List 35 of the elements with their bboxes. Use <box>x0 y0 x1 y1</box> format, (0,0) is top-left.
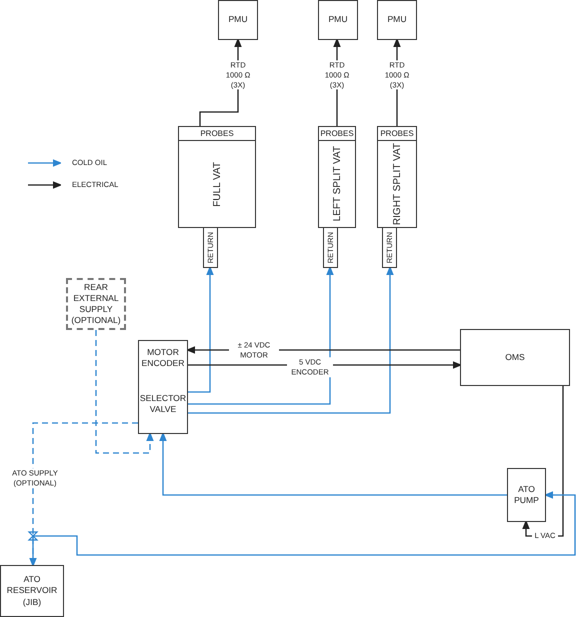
vat-label: FULL VAT <box>210 162 224 206</box>
probes-header: PROBES <box>179 127 255 141</box>
vat-box <box>377 126 417 228</box>
box-label: OMS <box>505 352 525 364</box>
arrow <box>188 266 214 393</box>
vat-box <box>178 126 256 228</box>
probes-header: PROBES <box>319 127 355 141</box>
box-label: MOTOR ENCODER <box>140 346 186 370</box>
return-port-box <box>203 227 218 268</box>
dashed-arrow <box>29 422 138 566</box>
component-box <box>138 340 188 376</box>
component-box <box>218 0 258 40</box>
vat-box <box>318 126 356 228</box>
component-box <box>507 468 546 522</box>
arrow <box>188 266 334 405</box>
vat-label: RIGHT SPLIT VAT <box>390 142 404 226</box>
component-box <box>318 0 358 40</box>
arrow <box>188 266 394 414</box>
component-box <box>377 0 417 40</box>
return-port-box <box>323 227 338 268</box>
dashed-arrow <box>95 330 154 454</box>
box-label: PMU <box>387 14 407 26</box>
component-box <box>0 565 64 617</box>
vat-label: LEFT SPLIT VAT <box>330 146 344 222</box>
box-label: SELECTOR VALVE <box>139 392 187 416</box>
component-box <box>138 375 188 434</box>
arrow <box>159 432 507 496</box>
component-box <box>460 329 570 386</box>
box-label: ATO PUMP <box>513 484 540 506</box>
return-port-box <box>382 227 397 268</box>
box-label: REAR EXTERNAL SUPPLY (OPTIONAL) <box>70 282 122 326</box>
box-label: PMU <box>328 14 348 26</box>
box-label: ATO RESERVOIR (JIB) <box>6 574 58 608</box>
box-label: PMU <box>228 14 248 26</box>
probes-header: PROBES <box>378 127 416 141</box>
